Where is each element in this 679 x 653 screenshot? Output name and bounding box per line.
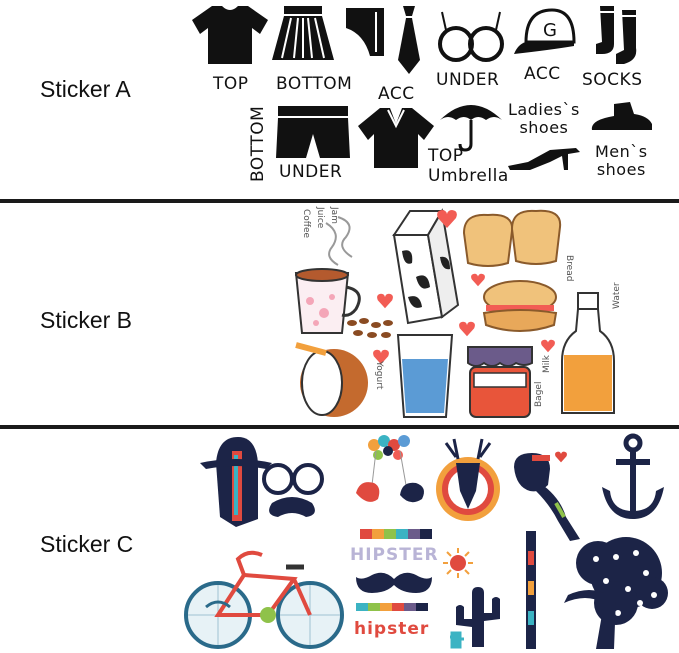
label-under-2: UNDER xyxy=(279,162,343,182)
label-bagel: Bagel xyxy=(534,381,544,407)
deer-icon xyxy=(436,438,500,521)
label-yogurt: Yogurt xyxy=(374,361,384,390)
heart-icon xyxy=(459,321,475,337)
yogurt-icon xyxy=(295,342,368,417)
label-water: Water xyxy=(612,282,622,309)
label-acc-1: ACC xyxy=(378,84,415,104)
sun-icon xyxy=(443,548,473,578)
sticker-c-label: Sticker C xyxy=(40,531,134,557)
cap-letter: G xyxy=(543,20,557,41)
label-under-1: UNDER xyxy=(436,70,500,90)
hipster-face-icon xyxy=(200,437,324,527)
label-top-2: TOP xyxy=(428,146,464,166)
heart-icon xyxy=(437,210,457,228)
cactus-icon xyxy=(450,587,500,649)
hipster-caps-text: HIPSTER xyxy=(350,545,439,565)
shorts-icon xyxy=(276,106,350,158)
water-glass-icon xyxy=(396,334,454,418)
juice-bottle-icon xyxy=(561,292,615,414)
sticker-c-panel: Sticker C xyxy=(0,429,679,653)
label-milk: Milk xyxy=(542,355,552,373)
label-mens-shoes: Men`s shoes xyxy=(595,142,648,179)
tshirt-icon xyxy=(192,6,268,64)
sticker-a-panel: Sticker A G xyxy=(0,0,679,199)
label-bread: Bread xyxy=(564,255,574,282)
tree-icon xyxy=(564,537,668,649)
bicycle-icon xyxy=(184,550,344,649)
color-stripe xyxy=(360,529,432,539)
label-socks: SOCKS xyxy=(582,70,643,90)
row-divider-1 xyxy=(0,199,679,203)
cap-icon: G xyxy=(514,8,576,54)
tie-icon xyxy=(398,6,420,74)
mens-shoe-icon xyxy=(591,102,652,130)
heart-icon xyxy=(555,451,567,463)
sticker-b-label: Sticker B xyxy=(40,307,133,333)
umbrella-icon xyxy=(440,105,502,152)
jam-jar-icon xyxy=(467,346,533,418)
underwear-icon xyxy=(346,8,384,56)
hipster-lower-text: hipster xyxy=(354,619,430,639)
label-umbrella: Umbrella xyxy=(428,166,509,186)
skirt-icon xyxy=(272,6,334,60)
label-bottom-2: BOTTOM xyxy=(248,105,268,182)
sticker-b-panel: Sticker B Jam Juice Coffee Bread xyxy=(0,203,679,425)
polo-shirt-icon xyxy=(358,108,434,168)
mustache-icon xyxy=(356,572,432,593)
heart-icon xyxy=(377,293,393,309)
vertical-stripe xyxy=(526,531,536,649)
coffee-beans-icon xyxy=(347,318,393,338)
label-top-1: TOP xyxy=(213,74,249,94)
bagel-icon xyxy=(482,280,558,332)
anchor-icon xyxy=(602,433,664,519)
label-ladies-shoes: Ladies`s shoes xyxy=(508,100,580,137)
heart-icon xyxy=(541,339,555,353)
coffee-mug-icon xyxy=(294,216,361,334)
heel-shoe-icon xyxy=(508,148,580,170)
sticker-a-label: Sticker A xyxy=(40,76,131,102)
heart-icon xyxy=(471,273,485,287)
color-stripe xyxy=(356,603,428,611)
bread-icon xyxy=(462,209,562,267)
pipe-icon xyxy=(514,453,580,541)
label-bottom-1: BOTTOM xyxy=(276,74,353,94)
heart-icon xyxy=(373,349,389,365)
milk-carton-icon xyxy=(392,208,460,325)
birds-balloons-icon xyxy=(356,435,424,503)
socks-icon xyxy=(596,6,637,64)
bra-icon xyxy=(438,11,504,62)
label-acc-2: ACC xyxy=(524,64,561,84)
row-divider-2 xyxy=(0,425,679,429)
